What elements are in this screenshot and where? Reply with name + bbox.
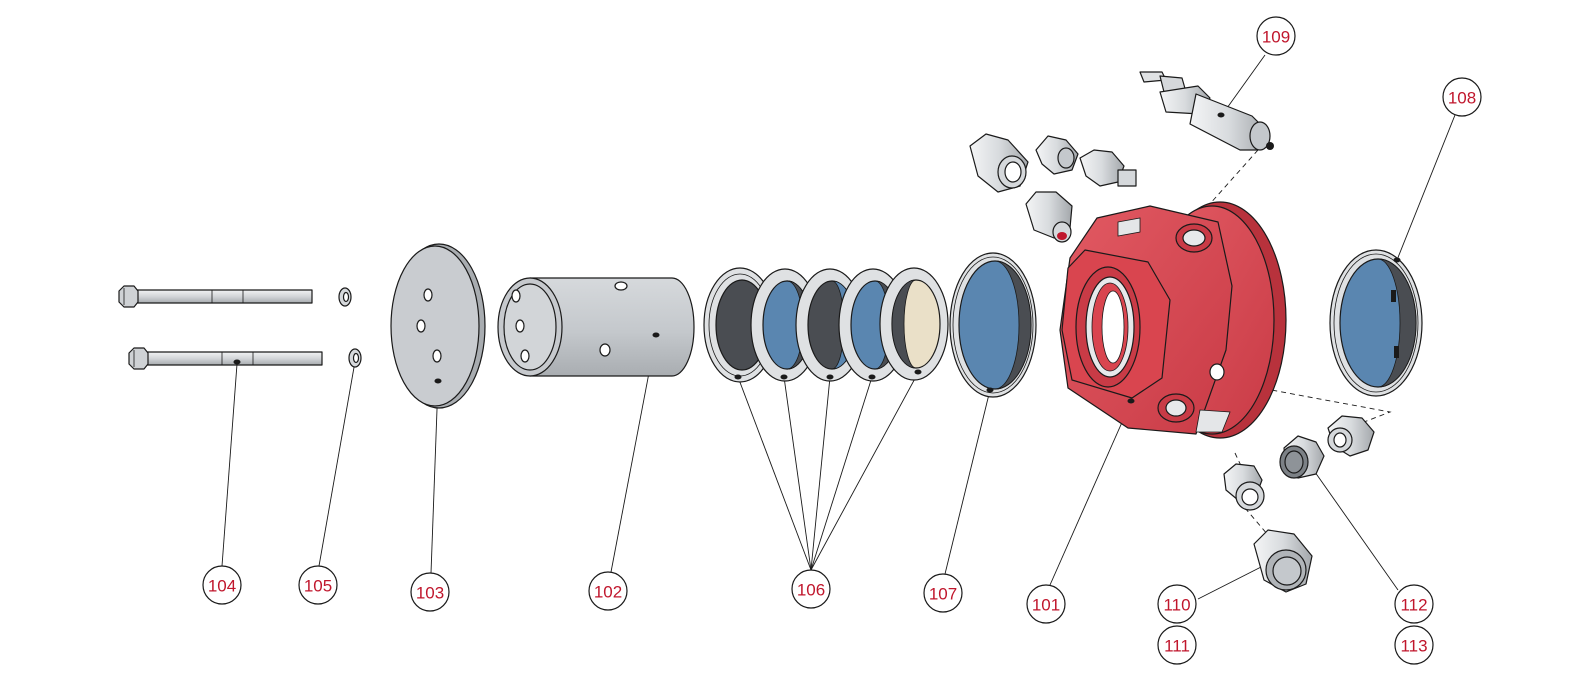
callout-102-label: 102 <box>594 583 622 602</box>
callout-107: 107 <box>923 573 963 613</box>
callout-112: 112 <box>1394 584 1434 624</box>
callout-104-label: 104 <box>208 577 236 596</box>
callout-109: 109 <box>1256 16 1296 56</box>
callout-111-label: 111 <box>1164 637 1190 656</box>
callout-103-label: 103 <box>416 584 444 603</box>
fittings-upper <box>969 133 1137 243</box>
callout-111: 111 <box>1157 625 1197 665</box>
callout-110: 110 <box>1157 584 1197 624</box>
callout-109-label: 109 <box>1262 28 1290 47</box>
housing-101 <box>1059 201 1287 439</box>
callout-102: 102 <box>588 571 628 611</box>
callout-101-label: 101 <box>1032 596 1060 615</box>
fittings-112-113 <box>1279 415 1375 479</box>
callout-103: 103 <box>410 572 450 612</box>
leader-lines <box>221 54 1456 600</box>
callout-107-label: 107 <box>929 585 957 604</box>
washers-105 <box>338 287 362 368</box>
callout-113: 113 <box>1394 625 1434 665</box>
callout-110-label: 110 <box>1163 596 1190 615</box>
callout-108-label: 108 <box>1448 89 1476 108</box>
callout-108: 108 <box>1442 77 1482 117</box>
bolts-104 <box>118 285 323 370</box>
callout-113-label: 113 <box>1400 637 1427 656</box>
seal-108 <box>1329 249 1423 397</box>
callout-105: 105 <box>298 565 338 605</box>
callout-105-label: 105 <box>304 577 332 596</box>
valve-109 <box>1139 71 1274 151</box>
cylinder-102 <box>497 277 695 377</box>
callout-112-label: 112 <box>1400 596 1427 615</box>
callout-101: 101 <box>1026 584 1066 624</box>
seal-107 <box>949 252 1037 398</box>
fittings-110-111 <box>1223 463 1313 593</box>
end-plate-103 <box>390 243 486 409</box>
callout-106-label: 106 <box>797 581 825 600</box>
callout-106: 106 <box>791 569 831 609</box>
callout-104: 104 <box>202 565 242 605</box>
seal-stack-106 <box>703 267 949 383</box>
